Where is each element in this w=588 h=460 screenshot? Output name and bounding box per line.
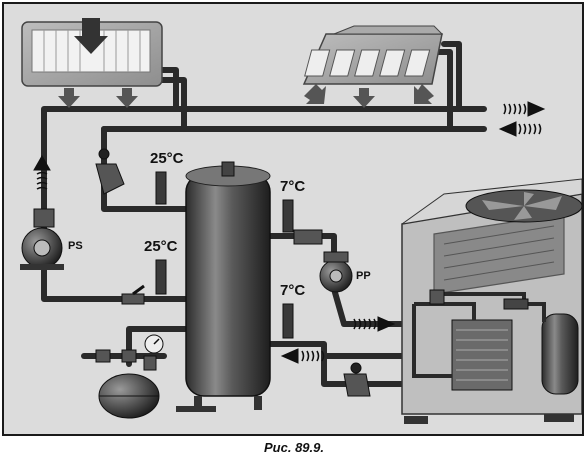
label-pump-ps: PS: [68, 240, 83, 252]
flow-up-icon: [36, 171, 48, 190]
flow-out-top-icon: [503, 103, 527, 115]
balancing-valve-bottom-icon: [343, 373, 371, 397]
balancing-valve-top-icon: [95, 163, 125, 195]
thermometer-in-top-icon: [155, 171, 167, 205]
label-temp-outlet-top: 7°C: [280, 178, 306, 195]
safety-valve-icon: [143, 355, 157, 371]
hydraulic-scheme: [20, 18, 582, 424]
upper-outlet: [266, 233, 337, 257]
thermometer-out-top-icon: [282, 199, 294, 233]
air-out-right-icon: [414, 84, 434, 104]
fancoil-drop-2: [156, 77, 187, 132]
valves: [95, 148, 371, 397]
buffer-tank: [176, 161, 271, 412]
fancoil-drop-1: [156, 67, 179, 112]
label-temp-outlet-bottom: 7°C: [280, 282, 306, 299]
ceiling-cassette-unit: [302, 25, 444, 108]
ball-valve-left-icon: [121, 293, 145, 305]
cassette-drop-2: [433, 49, 453, 132]
flow-arrows: [33, 101, 546, 364]
check-valve-icon: [121, 349, 137, 363]
flow-from-chiller-icon: [301, 350, 325, 362]
thermometers: [155, 171, 294, 339]
thermometer-in-bottom-icon: [155, 259, 167, 295]
fill-valve-icon: [95, 349, 111, 363]
evaporator-icon: [451, 319, 513, 391]
chiller-unit: [401, 178, 582, 424]
flow-to-chiller-icon: [353, 318, 377, 330]
tank-lower-outlet: [266, 341, 327, 359]
strainer-icon: [293, 229, 323, 245]
label-temp-inlet-top: 25°C: [150, 150, 184, 167]
figure-caption: Рис. 89.9.: [264, 440, 324, 455]
chiller-return: [321, 353, 405, 387]
thermometer-out-bottom-icon: [282, 303, 294, 339]
cassette-drop-1: [441, 41, 462, 112]
label-temp-inlet-bottom: 25°C: [144, 238, 178, 255]
label-pump-pp: PP: [356, 270, 371, 282]
air-intake-arrow-icon: [74, 18, 108, 54]
expansion-vessel-icon: [98, 373, 160, 419]
air-out-left-icon: [304, 84, 326, 104]
pump-ps-icon: [20, 208, 64, 270]
left-riser: [41, 111, 132, 302]
diagram-frame: 25°C 25°C 7°C 7°C PS PP: [2, 2, 584, 436]
flow-in-top-icon: [518, 123, 542, 135]
compressor-icon: [541, 313, 579, 395]
supply-line: [41, 106, 487, 117]
chiller-fan-icon: [465, 189, 582, 223]
pump-pp-icon: [319, 251, 353, 293]
wall-fancoil-unit: [21, 18, 163, 108]
pp-to-chiller: [331, 286, 405, 327]
